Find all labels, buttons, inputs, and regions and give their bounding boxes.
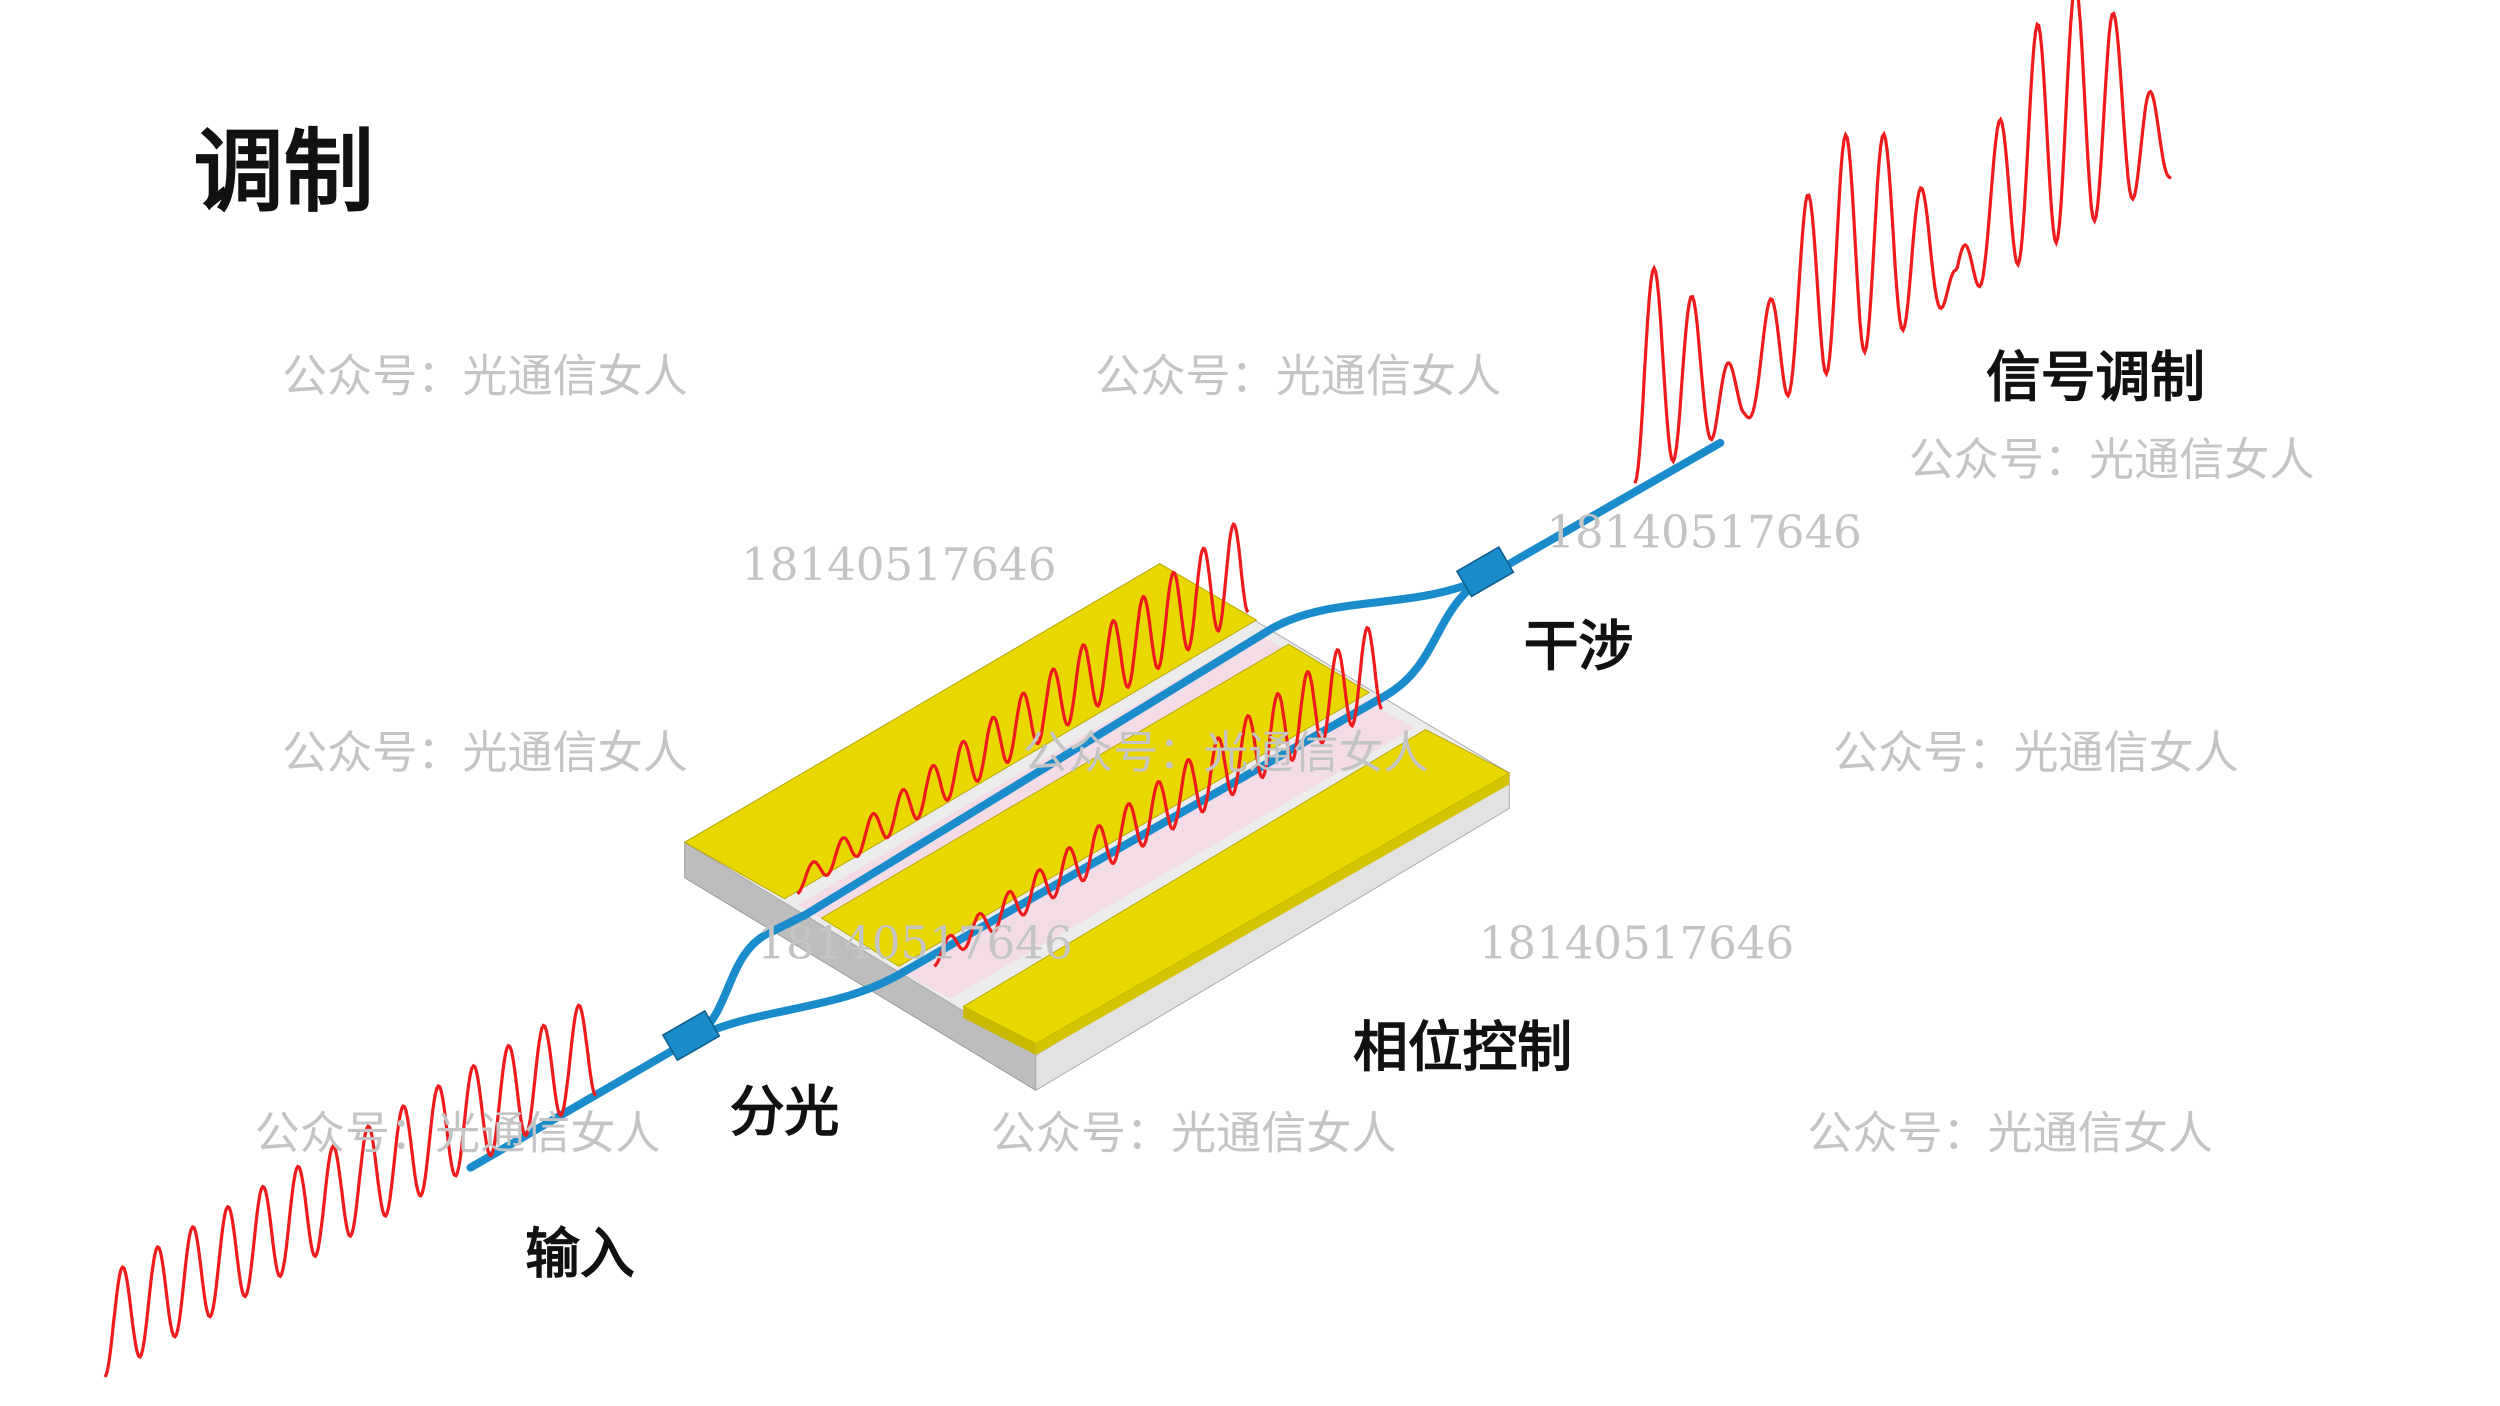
watermark-account: 公众号：光通信女人 [255,1106,661,1159]
light-waves [103,0,2172,1378]
label-split: 分光 [730,1080,840,1144]
electrode-middle [820,643,1371,967]
watermark-account: 公众号：光通信女人 [991,1106,1397,1159]
waveguide [466,438,1725,1172]
watermark-account: 公众号：光通信女人 [1023,726,1429,779]
electrode-top [683,563,1258,900]
watermark-account: 公众号：光通信女人 [1833,726,2239,779]
watermark-account: 公众号：光通信女人 [1095,349,1501,402]
combiner-coupler [1455,546,1515,598]
watermark-phone: 18140517646 [1479,916,1794,969]
watermark-account: 公众号：光通信女人 [1807,1106,2213,1159]
label-phase-control: 相位控制 [1353,1015,1572,1079]
watermark-account: 公众号：光通信女人 [1909,433,2315,486]
page-title: 调制 [193,120,373,225]
splitter-coupler [661,1009,721,1062]
upper-arm-wave [796,521,1250,896]
output-wave [1633,0,2172,484]
lower-arm-wave [933,625,1383,968]
watermark-account: 公众号：光通信女人 [282,726,688,779]
label-signal-modulation: 信号调制 [1986,345,2205,409]
label-interference: 干涉 [1524,614,1634,678]
watermark-phone: 18140517646 [1546,506,1861,559]
label-input: 输入 [525,1221,635,1285]
electrodes [683,563,1511,1055]
watermark-phone: 18140517646 [757,916,1072,969]
input-wave [103,1003,597,1378]
watermark-phone: 18140517646 [741,538,1056,591]
watermark-account: 公众号：光通信女人 [282,349,688,402]
watermarks: 公众号：光通信女人 公众号：光通信女人 公众号：光通信女人 公众号：光通信女人 … [255,349,2315,1159]
